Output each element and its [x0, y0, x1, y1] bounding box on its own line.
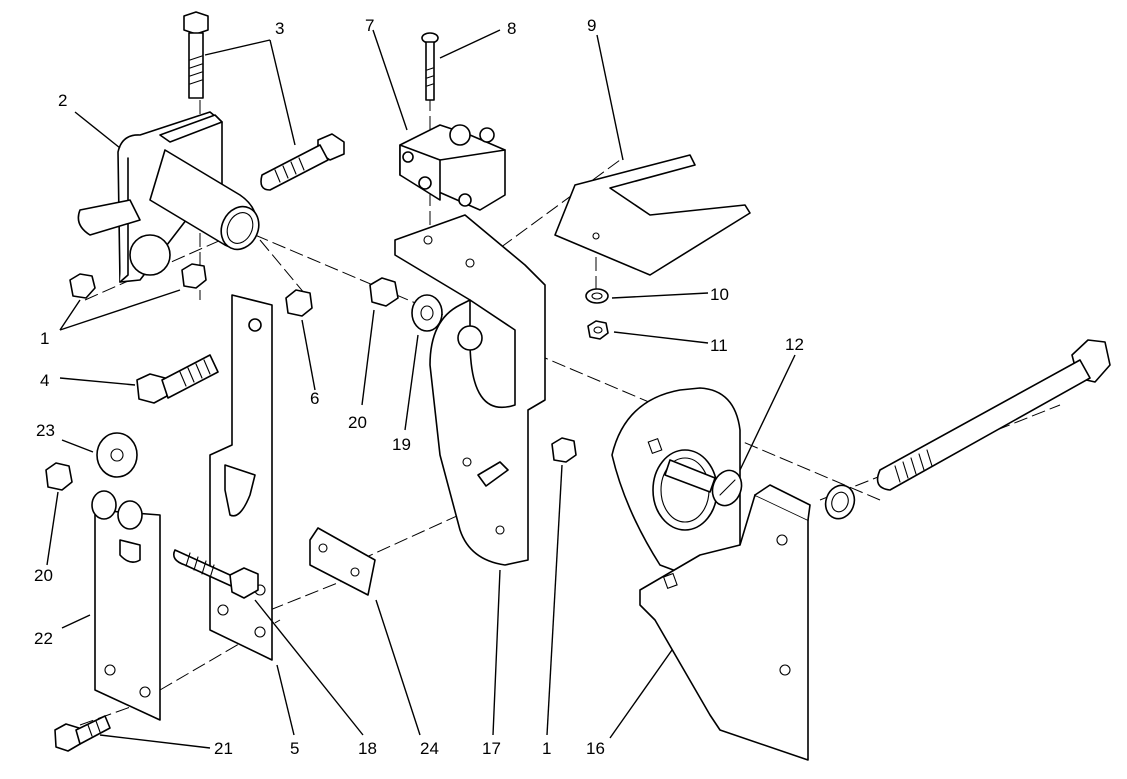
callout-7: 7	[365, 16, 374, 35]
callout-5: 5	[290, 739, 299, 758]
callout-10: 10	[710, 285, 729, 304]
washer-right	[824, 484, 856, 520]
callout-18: 18	[358, 739, 377, 758]
callout-6: 6	[310, 389, 319, 408]
callout-23: 23	[36, 421, 55, 440]
long-bolt	[876, 339, 1111, 491]
callout-24: 24	[420, 739, 439, 758]
callout-12: 12	[785, 335, 804, 354]
part-11-nut	[587, 320, 609, 340]
part-9-plate	[554, 154, 751, 276]
part-21-bolt	[54, 715, 111, 752]
callout-20-lower: 20	[34, 566, 53, 585]
part-16-side-bracket	[611, 387, 811, 761]
part-5-plate	[209, 294, 273, 661]
callout-22: 22	[34, 629, 53, 648]
part-6-nut	[285, 289, 313, 317]
part-12-pin	[664, 459, 743, 507]
callout-3: 3	[275, 19, 284, 38]
part-8-screw	[421, 32, 439, 101]
callout-2: 2	[58, 91, 67, 110]
callout-9: 9	[587, 16, 596, 35]
part-2-upper-bracket	[77, 111, 260, 283]
callout-20-upper: 20	[348, 413, 367, 432]
callout-16: 16	[586, 739, 605, 758]
part-1-nuts	[69, 263, 577, 463]
callout-21: 21	[214, 739, 233, 758]
callout-11: 11	[710, 336, 728, 355]
callout-labels: 1 2 3 4 5 6 7 8 9 10 11 12 16 17 18 19 2…	[34, 16, 804, 758]
callout-1-lower: 1	[542, 739, 551, 758]
part-20-nut-upper	[369, 277, 399, 307]
leader-lines	[46, 29, 796, 749]
callout-19: 19	[392, 435, 411, 454]
part-10-lockwasher	[585, 288, 609, 304]
part-20-nut-lower	[45, 462, 73, 491]
part-24-shim-plate	[309, 527, 376, 596]
callout-8: 8	[507, 19, 516, 38]
callout-17: 17	[482, 739, 501, 758]
callout-1-upper: 1	[40, 329, 49, 348]
part-22-bar	[91, 490, 161, 721]
callout-4: 4	[40, 371, 49, 390]
part-23-spacer	[96, 432, 138, 478]
part-17-main-bracket	[394, 214, 546, 566]
part-18-bolt	[172, 549, 259, 599]
part-7-switch	[399, 124, 506, 211]
part-3-bolts	[183, 11, 345, 191]
part-4-bolt	[136, 354, 219, 404]
part-19-washer	[411, 294, 443, 332]
